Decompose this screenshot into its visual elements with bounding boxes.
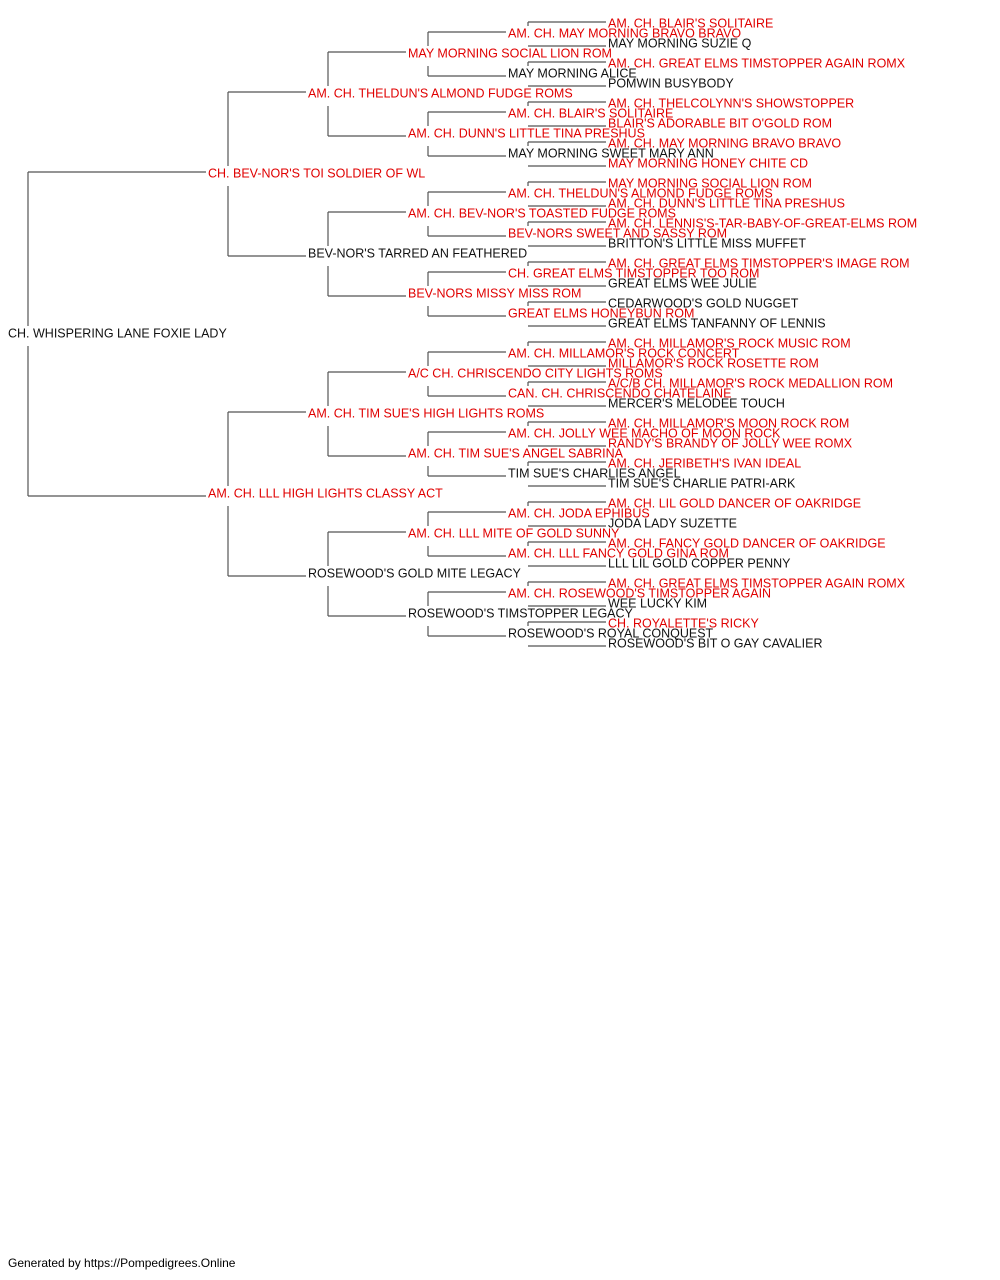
ancestor-name-gen5: WEE LUCKY KIM (608, 596, 707, 610)
ancestor-name-gen5: AM. CH. GREAT ELMS TIMSTOPPER AGAIN ROMX (608, 56, 906, 70)
ancestor-name-gen4: CH. GREAT ELMS TIMSTOPPER TOO ROM (508, 266, 759, 280)
ancestor-name-gen4: ROSEWOOD'S ROYAL CONQUEST (508, 626, 714, 640)
generated-by-footer: Generated by https://Pompedigrees.Online (8, 1256, 236, 1270)
ancestor-name-gen4: BEV-NORS SWEET AND SASSY ROM (508, 226, 727, 240)
ancestor-name-gen5: A/C/B CH. MILLAMOR'S ROCK MEDALLION ROM (608, 376, 893, 390)
ancestor-name-gen4: AM. CH. MAY MORNING BRAVO BRAVO (508, 26, 741, 40)
ancestor-name-gen5: RANDY'S BRANDY OF JOLLY WEE ROMX (608, 436, 853, 450)
ancestor-name-gen5: AM. CH. THELCOLYNN'S SHOWSTOPPER (608, 96, 854, 110)
ancestor-name-gen2: ROSEWOOD'S GOLD MITE LEGACY (308, 566, 521, 580)
ancestor-name-gen5: ROSEWOOD'S BIT O GAY CAVALIER (608, 636, 822, 650)
ancestor-name-gen4: AM. CH. JODA EPHIBUS (508, 506, 650, 520)
ancestor-name-gen5: AM. CH. FANCY GOLD DANCER OF OAKRIDGE (608, 536, 886, 550)
ancestor-name-gen4: MAY MORNING SWEET MARY ANN (508, 146, 714, 160)
ancestor-name-gen5: CH. ROYALETTE'S RICKY (608, 616, 759, 630)
ancestor-name-gen5: MAY MORNING HONEY CHITE CD (608, 156, 808, 170)
ancestor-name-gen5: AM. CH. LENNIS'S-TAR-BABY-OF-GREAT-ELMS … (608, 216, 917, 230)
ancestor-name-gen5: MAY MORNING SOCIAL LION ROM (608, 176, 812, 190)
ancestor-name-gen1: CH. BEV-NOR'S TOI SOLDIER OF WL (208, 166, 425, 180)
ancestor-name-gen5: AM. CH. BLAIR'S SOLITAIRE (608, 16, 773, 30)
ancestor-name-gen5: AM. CH. DUNN'S LITTLE TINA PRESHUS (608, 196, 845, 210)
ancestor-name-gen2: AM. CH. TIM SUE'S HIGH LIGHTS ROMS (308, 406, 544, 420)
ancestor-name-gen4: CAN. CH. CHRISCENDO CHATELAINE (508, 386, 731, 400)
ancestor-name-gen4: AM. CH. THELDUN'S ALMOND FUDGE ROMS (508, 186, 773, 200)
ancestor-name-gen5: AM. CH. JERIBETH'S IVAN IDEAL (608, 456, 801, 470)
ancestor-name-gen5: BLAIR'S ADORABLE BIT O'GOLD ROM (608, 116, 832, 130)
ancestor-name-gen3: AM. CH. LLL MITE OF GOLD SUNNY (408, 526, 620, 540)
ancestor-name-gen3: BEV-NORS MISSY MISS ROM (408, 286, 581, 300)
ancestor-name-gen5: AM. CH. GREAT ELMS TIMSTOPPER AGAIN ROMX (608, 576, 906, 590)
ancestor-name-gen4: AM. CH. LLL FANCY GOLD GINA ROM (508, 546, 729, 560)
ancestor-name-gen5: AM. CH. MAY MORNING BRAVO BRAVO (608, 136, 841, 150)
ancestor-name-gen5: GREAT ELMS WEE JULIE (608, 276, 757, 290)
ancestor-name-gen4: AM. CH. ROSEWOOD'S TIMSTOPPER AGAIN (508, 586, 771, 600)
ancestor-name-gen3: AM. CH. DUNN'S LITTLE TINA PRESHUS (408, 126, 645, 140)
ancestor-name-gen4: MAY MORNING ALICE (508, 66, 637, 80)
ancestor-name-gen5: LLL LIL GOLD COPPER PENNY (608, 556, 791, 570)
ancestor-name-gen4: GREAT ELMS HONEYBUN ROM (508, 306, 694, 320)
ancestor-name-gen5: MERCER'S MELODEE TOUCH (608, 396, 785, 410)
ancestor-name-gen3: MAY MORNING SOCIAL LION ROM (408, 46, 612, 60)
ancestor-name-gen4: AM. CH. MILLAMOR'S ROCK CONCERT (508, 346, 740, 360)
ancestor-name-gen2: AM. CH. THELDUN'S ALMOND FUDGE ROMS (308, 86, 573, 100)
ancestor-name-gen3: AM. CH. BEV-NOR'S TOASTED FUDGE ROMS (408, 206, 676, 220)
ancestor-name-gen5: GREAT ELMS TANFANNY OF LENNIS (608, 316, 826, 330)
ancestor-name-gen5: JODA LADY SUZETTE (608, 516, 737, 530)
ancestor-name-gen5: AM. CH. MILLAMOR'S MOON ROCK ROM (608, 416, 849, 430)
ancestor-name-gen2: BEV-NOR'S TARRED AN FEATHERED (308, 246, 527, 260)
ancestor-name-gen5: MILLAMOR'S ROCK ROSETTE ROM (608, 356, 819, 370)
ancestor-name-gen5: AM. CH. LIL GOLD DANCER OF OAKRIDGE (608, 496, 861, 510)
ancestor-name-gen5: TIM SUE'S CHARLIE PATRI-ARK (608, 476, 796, 490)
ancestor-name-gen5: AM. CH. GREAT ELMS TIMSTOPPER'S IMAGE RO… (608, 256, 910, 270)
ancestor-name-gen5: POMWIN BUSYBODY (608, 76, 734, 90)
ancestor-name-gen1: AM. CH. LLL HIGH LIGHTS CLASSY ACT (208, 486, 443, 500)
ancestor-name-gen5: BRITTON'S LITTLE MISS MUFFET (608, 236, 806, 250)
ancestor-name-gen3: ROSEWOOD'S TIMSTOPPER LEGACY (408, 606, 634, 620)
ancestor-name-gen4: AM. CH. JOLLY WEE MACHO OF MOON ROCK (508, 426, 781, 440)
ancestor-name-gen3: AM. CH. TIM SUE'S ANGEL SABRINA (408, 446, 624, 460)
ancestor-name-gen5: CEDARWOOD'S GOLD NUGGET (608, 296, 799, 310)
ancestor-name-gen3: A/C CH. CHRISCENDO CITY LIGHTS ROMS (408, 366, 663, 380)
ancestor-name-gen4: TIM SUE'S CHARLIES ANGEL (508, 466, 681, 480)
ancestor-name-gen5: MAY MORNING SUZIE Q (608, 36, 752, 50)
ancestor-name-gen4: AM. CH. BLAIR'S SOLITAIRE (508, 106, 673, 120)
ancestor-name-gen5: AM. CH. MILLAMOR'S ROCK MUSIC ROM (608, 336, 851, 350)
subject-dog-name: CH. WHISPERING LANE FOXIE LADY (8, 326, 227, 340)
